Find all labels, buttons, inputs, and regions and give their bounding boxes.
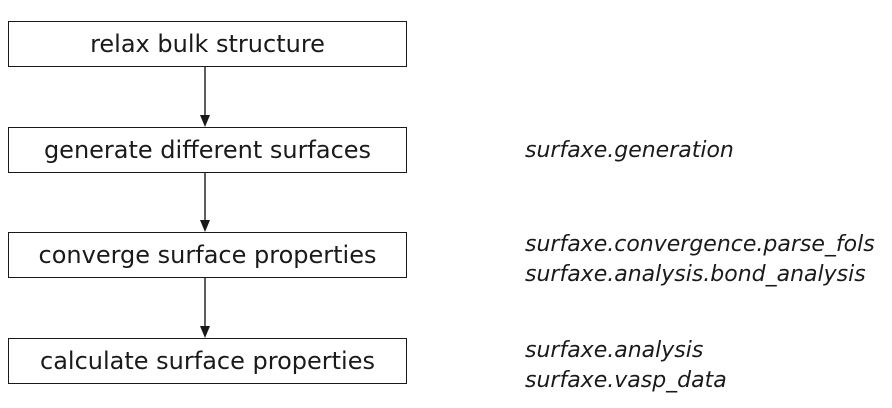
module-name: surfaxe.vasp_data — [525, 368, 727, 393]
arrow-2-head — [200, 220, 210, 232]
step-label: relax bulk structure — [90, 30, 325, 58]
module-name: surfaxe.convergence.parse_fols — [525, 232, 875, 257]
step-converge-surface-properties: converge surface properties — [8, 232, 407, 278]
step-label: calculate surface properties — [40, 347, 375, 375]
arrow-3-head — [200, 326, 210, 338]
step-calculate-surface-properties: calculate surface properties — [8, 338, 407, 384]
step-generate-different-surfaces: generate different surfaces — [8, 127, 407, 173]
step-relax-bulk-structure: relax bulk structure — [8, 21, 407, 67]
arrow-1-head — [200, 115, 210, 127]
module-name: surfaxe.analysis — [525, 338, 704, 363]
modules-converge-surface-properties: surfaxe.convergence.parse_fols surfaxe.a… — [525, 230, 875, 290]
step-label: generate different surfaces — [43, 136, 372, 164]
step-label: converge surface properties — [38, 241, 377, 269]
module-name: surfaxe.analysis.bond_analysis — [525, 262, 866, 287]
modules-generate-surfaces: surfaxe.generation — [525, 136, 734, 166]
modules-calculate-surface-properties: surfaxe.analysis surfaxe.vasp_data — [525, 336, 727, 396]
module-name: surfaxe.generation — [525, 138, 734, 163]
